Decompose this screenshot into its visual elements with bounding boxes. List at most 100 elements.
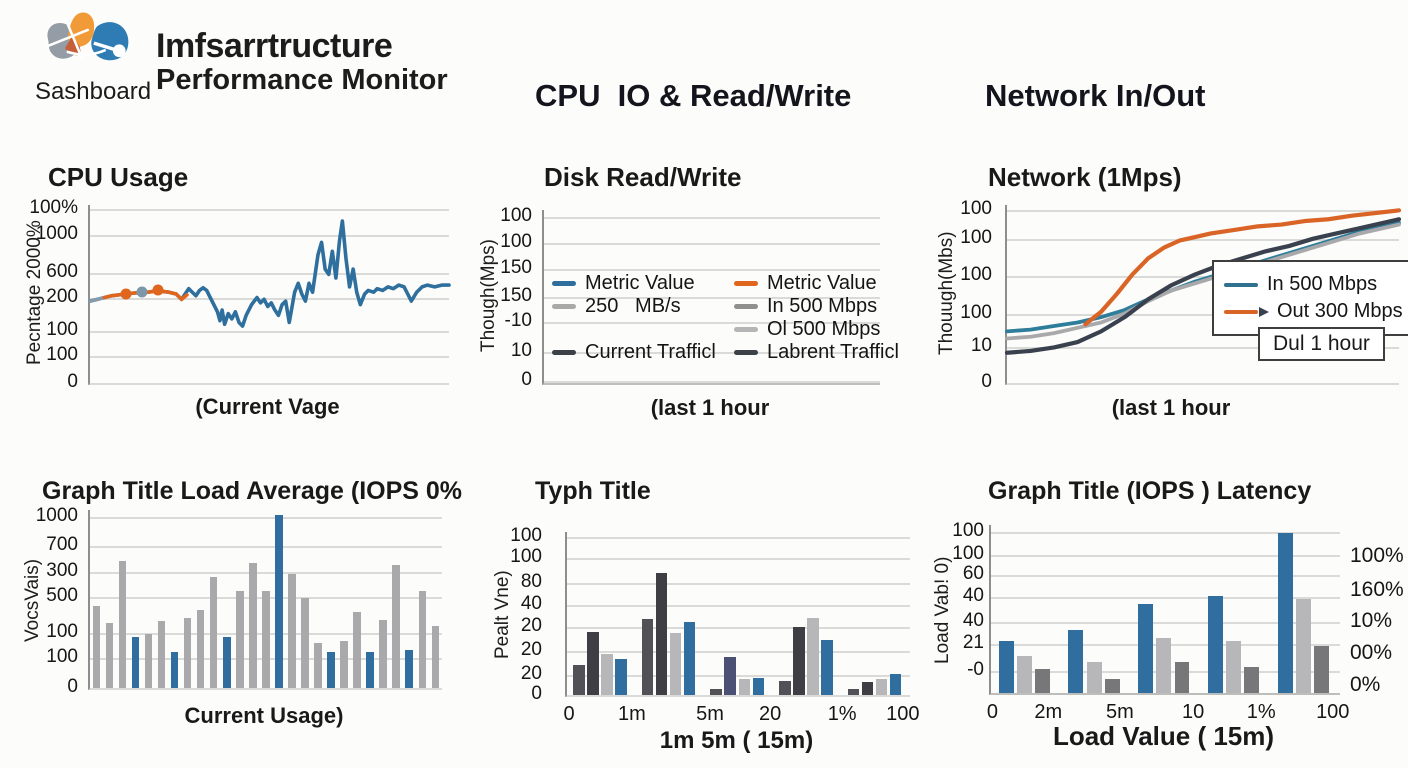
- bar: [1314, 646, 1330, 693]
- bar: [144, 634, 153, 688]
- bar: [1244, 667, 1260, 693]
- panel-title: Graph Title Load Average (IOPS 0%: [42, 477, 463, 505]
- gridline: [567, 605, 910, 608]
- bar: [222, 636, 231, 688]
- bar: [1138, 604, 1154, 693]
- bar: [752, 677, 765, 695]
- bar: [847, 688, 860, 695]
- brand-name: Sashboard: [34, 78, 152, 105]
- y-tick: 1000: [35, 223, 78, 245]
- legend-swatch: [734, 303, 758, 309]
- bar: [170, 652, 179, 688]
- legend-item: Labrent Trafficl: [734, 341, 899, 363]
- y-tick: 21: [962, 632, 984, 654]
- y-tick: 100%: [29, 196, 78, 218]
- gridline: [90, 272, 449, 275]
- y-tick: 100: [960, 226, 992, 248]
- bar: [1208, 596, 1223, 693]
- x-tick: 20: [758, 703, 782, 725]
- y-axis-label: Though(Mps): [478, 239, 499, 352]
- legend-item: In 500 Mbps: [1224, 273, 1402, 296]
- x-tick: 0: [986, 701, 999, 723]
- gridline: [991, 622, 1340, 625]
- line-marker: [120, 288, 132, 300]
- legend-label: Metric Value: [767, 271, 877, 294]
- bar: [275, 515, 283, 688]
- legend-item: Metric Value: [734, 272, 877, 294]
- y-tick: 100: [510, 545, 542, 567]
- gridline: [991, 575, 1340, 578]
- logo-mark: [45, 12, 129, 61]
- gridline: [567, 536, 910, 539]
- bar: [196, 610, 205, 688]
- y-tick: 150: [500, 256, 532, 278]
- x-axis-label: (last 1 hour: [650, 395, 770, 420]
- legend-swatch: [552, 303, 576, 309]
- y-tick: 0%: [1350, 673, 1381, 697]
- bar: [641, 619, 654, 695]
- y-axis-ticks-right: 100%160%10%00%0%: [1344, 525, 1408, 696]
- gridline: [1007, 210, 1399, 213]
- legend-item: 250 MB/s: [552, 295, 681, 317]
- y-tick: 10: [970, 335, 992, 357]
- y-tick: 0: [521, 369, 532, 391]
- y-tick: 100: [952, 543, 984, 565]
- arrow-icon: [1259, 306, 1269, 317]
- bar: [778, 680, 791, 695]
- gridline: [90, 517, 442, 520]
- y-tick: 700: [46, 533, 78, 555]
- network-plot: [1005, 205, 1399, 385]
- bar: [683, 622, 696, 695]
- legend-swatch: [552, 280, 576, 286]
- panel-title: Graph Title (IOPS ) Latency: [988, 477, 1312, 505]
- duration-note-box: Dul 1 hour: [1258, 327, 1385, 361]
- x-tick: 1%: [827, 703, 857, 725]
- section-title-network: Network In/Out: [985, 78, 1206, 113]
- y-tick: 40: [962, 585, 984, 607]
- panel-load-average: Graph Title Load Average (IOPS 0% VocsVa…: [22, 465, 470, 765]
- line-series: [90, 205, 449, 383]
- y-tick: 150: [500, 284, 532, 306]
- panel-title: Typh Title: [535, 477, 651, 505]
- bar: [288, 573, 296, 688]
- brand-logo: Sashboard: [26, 6, 160, 106]
- bar: [340, 641, 348, 688]
- bar: [1296, 599, 1311, 693]
- gridline: [544, 296, 880, 299]
- bar: [431, 625, 440, 688]
- series-out-orange: [1085, 210, 1399, 324]
- bar: [314, 642, 322, 688]
- bar: [118, 560, 127, 688]
- y-tick: 100: [500, 204, 532, 226]
- y-tick: 200: [46, 285, 78, 307]
- legend-label: 250 MB/s: [585, 294, 681, 317]
- gridline: [90, 208, 449, 211]
- bar: [861, 682, 874, 695]
- y-axis-label: Thouugh(Mbs): [936, 231, 957, 355]
- y-tick: -10: [504, 310, 532, 332]
- y-tick: 300: [46, 560, 78, 582]
- y-tick: 20: [520, 614, 542, 636]
- load-average-plot: [88, 510, 442, 690]
- bar: [1068, 630, 1084, 693]
- legend-label: Current Trafficl: [585, 340, 716, 363]
- gridline: [991, 555, 1340, 558]
- section-title-cpu-io: CPU IO & Read/Write: [535, 78, 852, 113]
- bar: [353, 611, 361, 688]
- gridline: [90, 545, 442, 548]
- bar: [392, 564, 400, 688]
- y-tick: 20: [520, 663, 542, 685]
- bar: [1016, 655, 1032, 693]
- panel-title: Network (1Mps): [988, 162, 1182, 192]
- y-tick: 60: [962, 563, 984, 585]
- series-navy-line: [1007, 219, 1399, 352]
- bar: [615, 658, 627, 695]
- bar: [807, 617, 819, 695]
